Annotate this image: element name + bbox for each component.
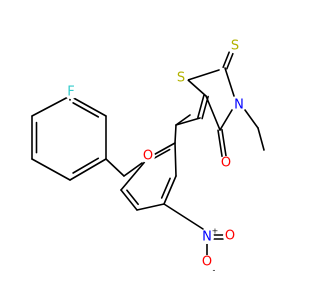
bond-ring-b-vinyl	[174, 124, 177, 144]
atom-ring-sulfur: S	[174, 71, 188, 86]
bond-n-ethyl-2	[257, 127, 265, 151]
bond-ring-b-3	[136, 203, 165, 211]
bond-c4-c5	[205, 95, 221, 131]
atom-label-fluorine: F	[67, 85, 74, 100]
bond-vinyl-single	[175, 114, 191, 126]
atom-label-thione-sulfur: S	[231, 39, 239, 54]
atom-thione-sulfur: S	[228, 39, 242, 54]
bond-ch2-o	[123, 162, 143, 177]
bond-ring-b-double-2	[126, 189, 139, 206]
atom-label-ring-nitrogen: N	[234, 98, 244, 113]
bond-n3-c4	[219, 109, 233, 131]
bond-ring-b-double-1	[160, 177, 171, 199]
bond-s1-c2	[187, 69, 220, 81]
atom-ether-oxygen: O	[141, 149, 155, 164]
atom-nitro-oxygen-double: O	[223, 229, 237, 244]
bond-ring-b-1	[174, 142, 177, 177]
bond-ring-a-double-2	[72, 102, 100, 118]
atom-label-layer: F O S S N O N + O	[64, 39, 246, 275]
atom-label-ring-sulfur: S	[177, 71, 185, 86]
atom-nitro-nitrogen: N +	[200, 227, 218, 245]
atom-ring-nitrogen: N	[232, 98, 246, 113]
atom-label-nitro-oxygen-single: O	[202, 255, 212, 270]
bond-ring-b-5	[120, 157, 149, 191]
atom-carbonyl-oxygen: O	[219, 156, 233, 171]
charge-label-nitro-oxygen-single: -	[213, 266, 216, 275]
atom-label-nitro-nitrogen: N	[202, 230, 212, 245]
atom-fluorine: F	[64, 85, 78, 100]
bond-carbonyl-a	[217, 129, 223, 158]
atom-label-ether-oxygen: O	[143, 149, 153, 164]
atom-nitro-oxygen-single: O -	[200, 255, 216, 275]
molecule-structure: F O S S N O N + O	[31, 39, 265, 275]
bond-ring-b-2	[163, 175, 177, 205]
bond-ring-a-double-1	[72, 157, 100, 174]
atom-label-carbonyl-oxygen: O	[221, 156, 231, 171]
bond-c5-s1	[187, 79, 207, 97]
bond-exocyclic-double-b	[197, 94, 205, 119]
charge-label-nitro-nitrogen: +	[212, 227, 219, 236]
bond-vinyl-c	[175, 117, 201, 126]
bond-ring-a-5	[31, 95, 71, 117]
bond-ring-a-2	[69, 158, 107, 181]
bond-c2-n3	[224, 67, 235, 97]
bond-ring-a-4	[69, 95, 107, 117]
bond-n-ethyl-1	[244, 109, 259, 129]
bond-carbonyl-b	[221, 128, 227, 157]
bond-ring-a-ch2	[105, 158, 125, 177]
bond-thione-b	[222, 51, 230, 69]
bond-ring-b-4	[120, 189, 138, 211]
atom-label-nitro-oxygen-double: O	[225, 229, 235, 244]
bond-ring-b-nitro	[163, 203, 204, 230]
bond-ring-a-1	[31, 158, 71, 181]
bond-thione-a	[226, 52, 234, 70]
